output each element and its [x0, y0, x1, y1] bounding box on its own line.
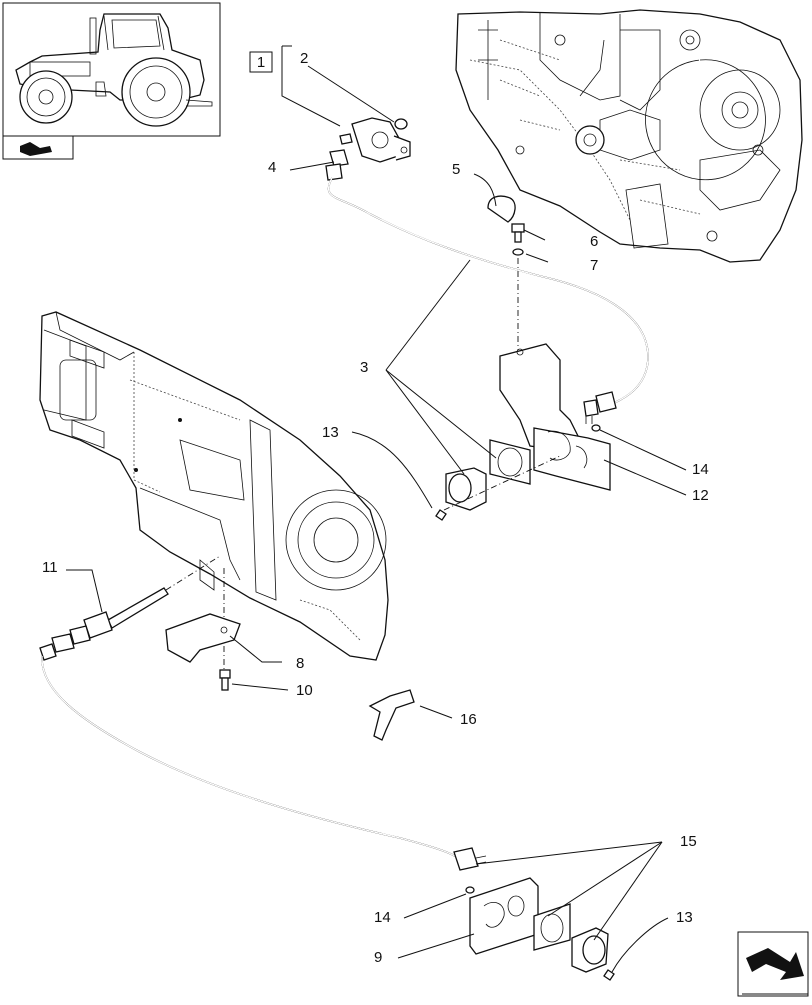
- next-page-arrow-icon[interactable]: [737, 931, 809, 997]
- callout-4[interactable]: 4: [268, 159, 276, 176]
- cap-part-5: [487, 195, 516, 223]
- leader-lines: [66, 45, 687, 973]
- callout-13-upper[interactable]: 13: [322, 424, 339, 441]
- ref-box-label: 1: [257, 54, 265, 71]
- section-nav-icon[interactable]: [2, 135, 74, 160]
- sensor-plug-part-4: [325, 149, 349, 181]
- sensor-housing-lower: [571, 927, 609, 973]
- nut-part-14-upper: [591, 424, 601, 432]
- gasket-plate-part-12: [533, 427, 611, 491]
- sensor-bracket: [339, 117, 411, 163]
- bolt-part-6: [511, 223, 525, 243]
- lower-sensor-cable: [41, 655, 459, 859]
- washer-part-7: [512, 248, 524, 256]
- callout-7[interactable]: 7: [590, 257, 598, 274]
- o-ring-part-2: [394, 118, 408, 130]
- callout-16[interactable]: 16: [460, 711, 477, 728]
- callout-10[interactable]: 10: [296, 682, 313, 699]
- sensor-connector-lower: [453, 847, 487, 871]
- callout-15[interactable]: 15: [680, 833, 697, 850]
- callout-11[interactable]: 11: [42, 559, 58, 576]
- gasket-ring: [489, 439, 531, 485]
- callout-3[interactable]: 3: [360, 359, 368, 376]
- callout-14-upper[interactable]: 14: [692, 461, 709, 478]
- callout-14-lower[interactable]: 14: [374, 909, 391, 926]
- nut-part-14-lower: [465, 886, 475, 894]
- screw-part-13-upper: [435, 509, 447, 521]
- plate-part-9: [469, 877, 539, 955]
- sensor-housing-upper: [445, 467, 487, 511]
- upper-sensor-cable: [327, 177, 649, 405]
- bolt-part-10: [219, 669, 231, 691]
- engine-block: [455, 9, 803, 263]
- callout-2[interactable]: 2: [300, 50, 308, 67]
- callout-13-lower[interactable]: 13: [676, 909, 693, 926]
- callout-8[interactable]: 8: [296, 655, 304, 672]
- bracket-part-8: [165, 613, 241, 663]
- callout-5[interactable]: 5: [452, 161, 460, 178]
- ref-box-1[interactable]: 1: [249, 51, 273, 73]
- callout-9[interactable]: 9: [374, 949, 382, 966]
- transmission-housing: [39, 311, 389, 661]
- tractor-thumbnail-icon[interactable]: [2, 2, 221, 137]
- screw-part-13-lower: [603, 969, 615, 981]
- sensor-connector-upper: [583, 391, 617, 424]
- callout-6[interactable]: 6: [590, 233, 598, 250]
- gasket-ring-lower: [533, 903, 571, 951]
- callout-12[interactable]: 12: [692, 487, 709, 504]
- temperature-sensor-part-11: [39, 587, 169, 661]
- bracket-part-16: [368, 689, 415, 741]
